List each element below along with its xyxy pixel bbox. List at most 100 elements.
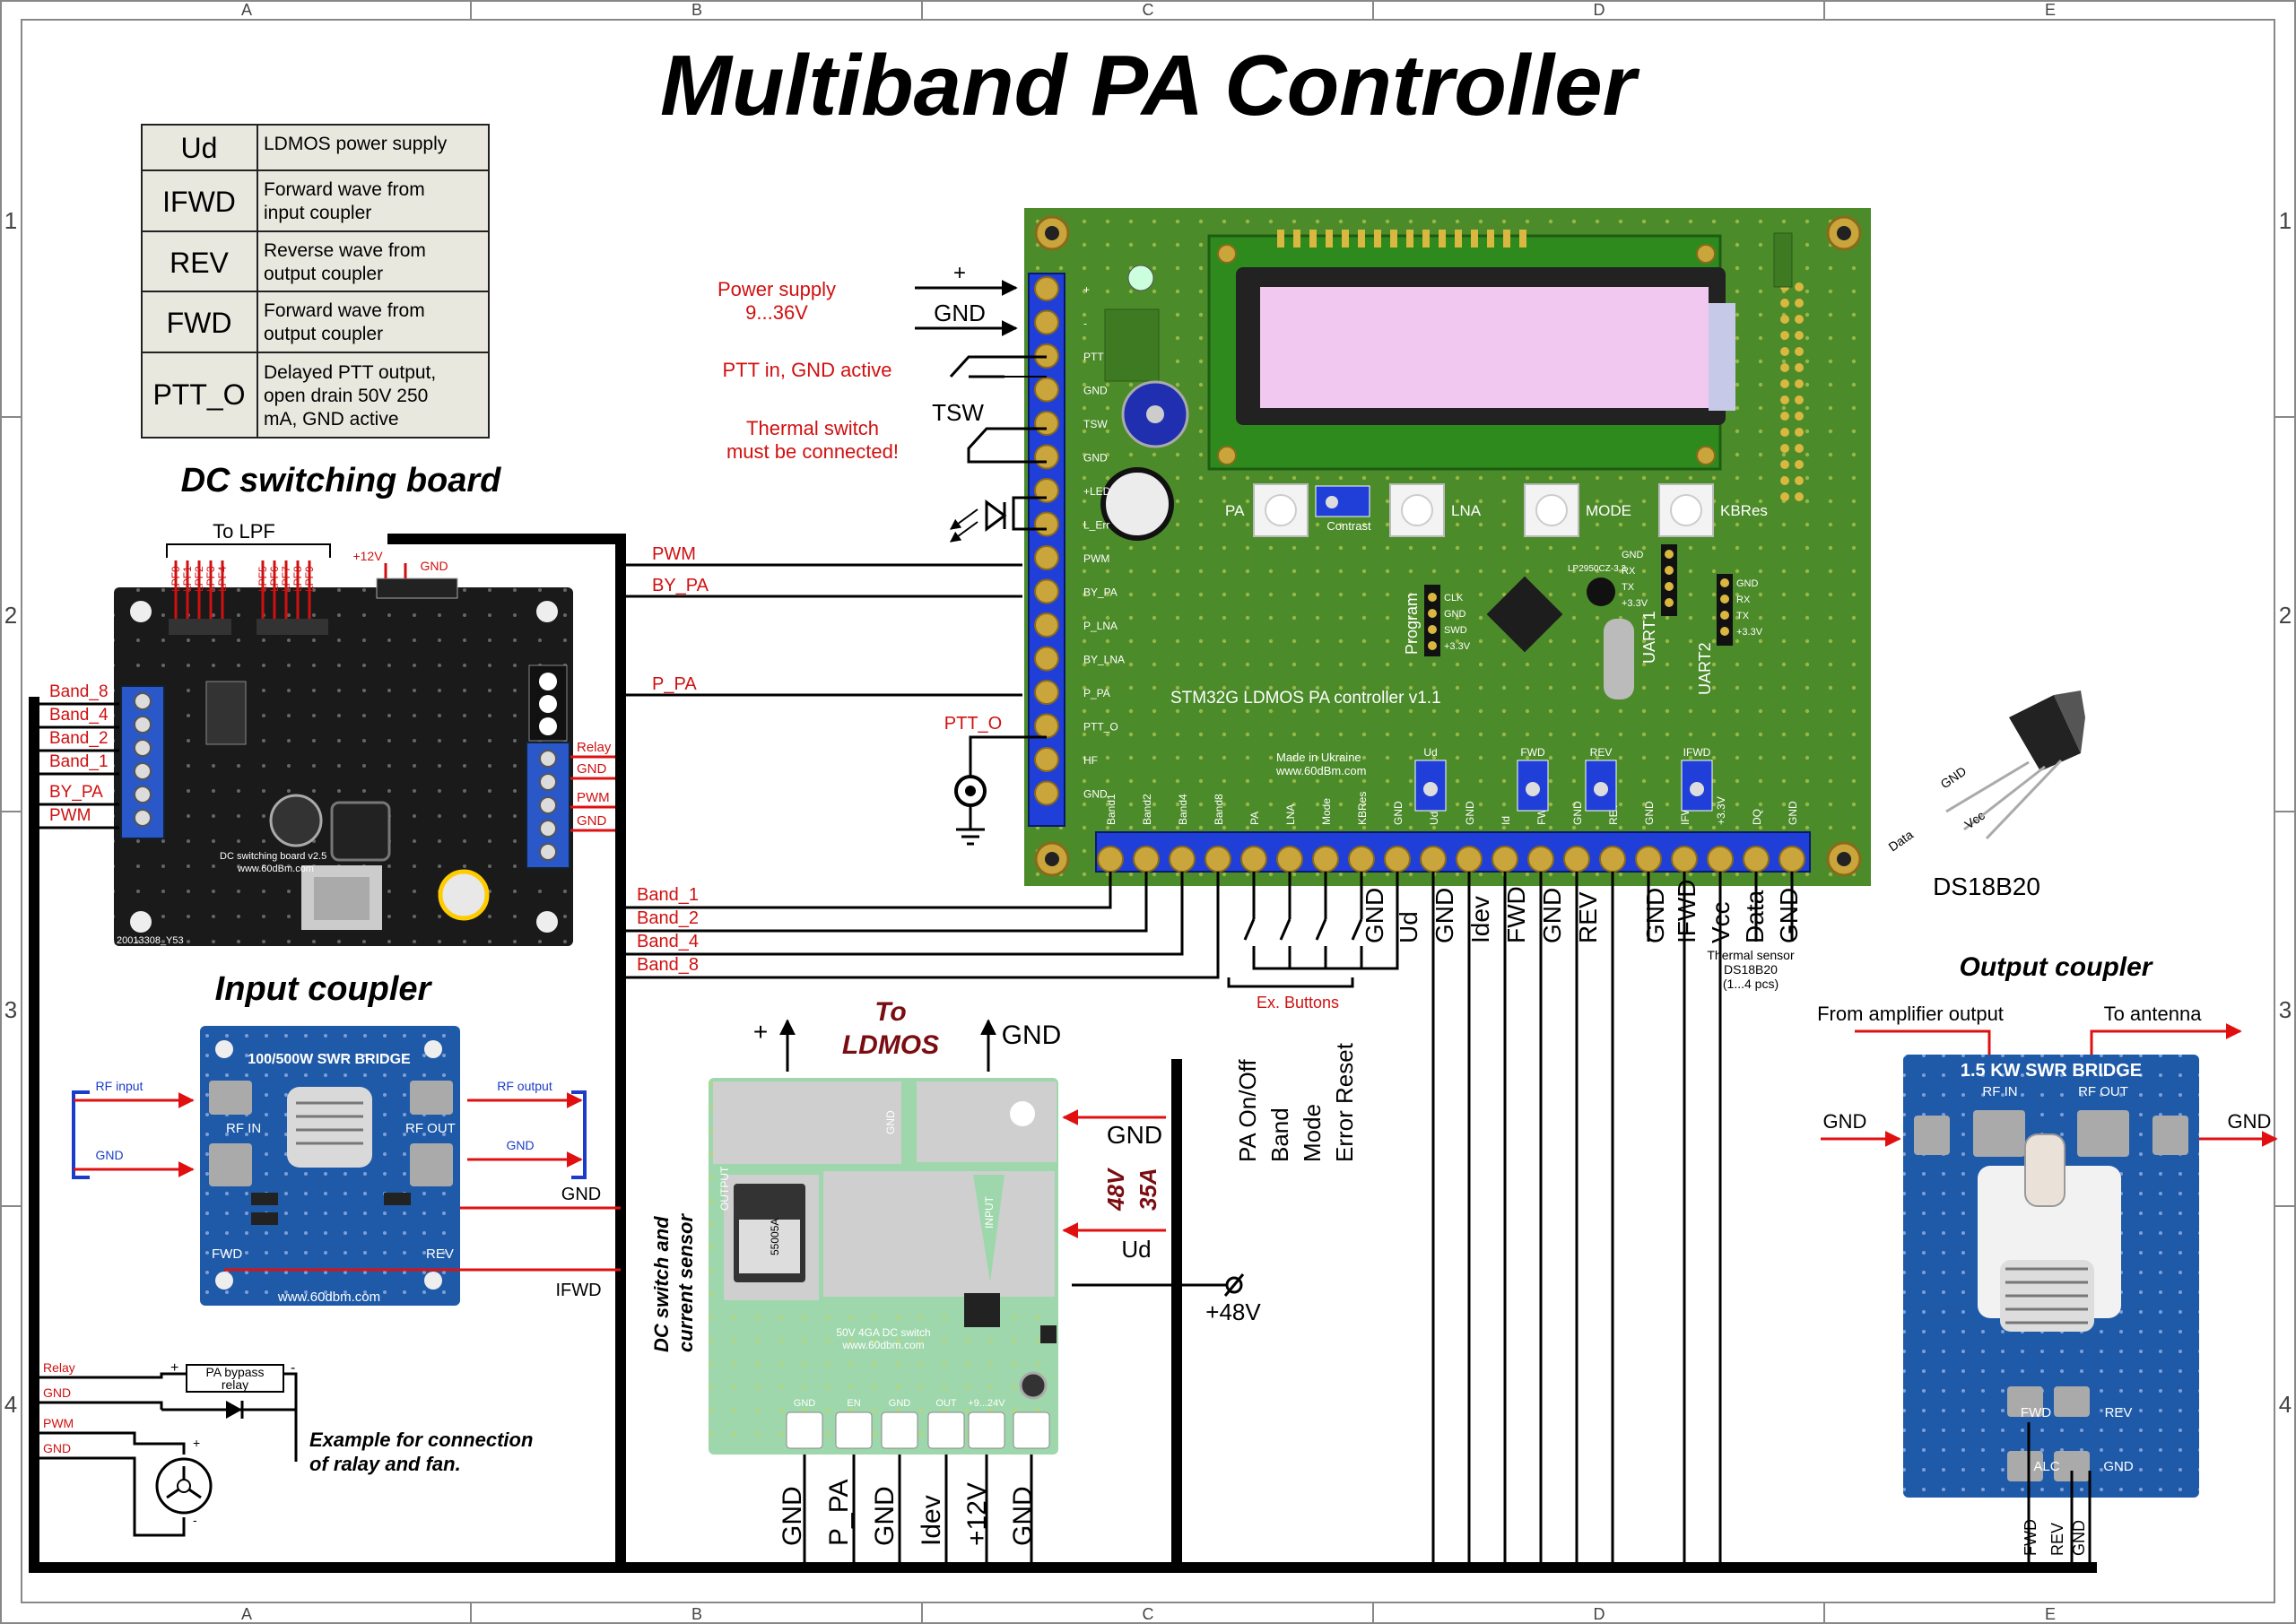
frame-col-a-bot: A bbox=[241, 1605, 252, 1623]
header-pin bbox=[1795, 476, 1804, 485]
legend-signal-ifwd: IFWD bbox=[162, 186, 236, 218]
dc-right-label: PWM bbox=[577, 790, 610, 805]
oc-alc: ALC bbox=[2033, 1459, 2059, 1474]
dc-silk-2: www.60dbm.com bbox=[841, 1339, 924, 1351]
ic-rf-out: RF OUT bbox=[405, 1121, 456, 1136]
header-pin bbox=[1428, 625, 1437, 634]
left-pin-label: HF bbox=[1083, 754, 1098, 767]
frame-row-3-right: 3 bbox=[2279, 996, 2292, 1023]
ic-rf-output-label: RF output bbox=[497, 1079, 552, 1093]
thermal-sensor-3: (1...4 pcs) bbox=[1723, 977, 1779, 991]
relay-name-1: PA bypass bbox=[205, 1365, 264, 1379]
dc-right-label: GND bbox=[577, 813, 607, 829]
bottom-pin-label: Band8 bbox=[1213, 794, 1225, 825]
legend-desc-fwd-1: Forward wave from bbox=[264, 300, 425, 321]
dc-pin-gnd2: GND bbox=[870, 1486, 900, 1546]
pot-label: REV bbox=[1590, 746, 1613, 759]
header-pin-label: GND bbox=[1622, 550, 1644, 560]
relay-lbl-gnd1: GND bbox=[43, 1385, 71, 1400]
legend-signal-ud: Ud bbox=[181, 132, 218, 164]
frame-row-2-right: 2 bbox=[2279, 602, 2292, 629]
dc-rating-a: 35A bbox=[1135, 1168, 1161, 1211]
relay-minus: - bbox=[291, 1360, 295, 1376]
lpf-pin-label: LPF7 bbox=[280, 566, 292, 592]
relay-lbl-pwm: PWM bbox=[43, 1416, 74, 1430]
oc-wire-fwd: FWD bbox=[2022, 1519, 2039, 1556]
left-terminal-pad bbox=[1034, 780, 1059, 806]
made-site: www.60dBm.com bbox=[1275, 764, 1366, 777]
button-label: KBRes bbox=[1720, 502, 1768, 519]
dc-ud-label: Ud bbox=[1121, 1236, 1151, 1263]
input-coupler-title: Input coupler bbox=[215, 970, 433, 1008]
left-terminal-pad bbox=[1034, 713, 1059, 739]
ds-pin-data: Data bbox=[1886, 827, 1917, 854]
oc-rf-out: RF OUT bbox=[2078, 1084, 2128, 1099]
ptt-o-label: PTT_O bbox=[944, 714, 1002, 734]
lpf-pin-label: LPF6 bbox=[268, 566, 281, 592]
dc-plus-top: + bbox=[753, 1018, 768, 1046]
bottom-wire-label: GND bbox=[1361, 888, 1388, 943]
header-pin bbox=[1720, 595, 1729, 604]
bottom-pin-label: PA bbox=[1248, 812, 1261, 825]
bottom-terminal-pad bbox=[1205, 846, 1231, 873]
bottom-pin-label: Ud bbox=[1428, 812, 1440, 825]
ic-gnd-right: GND bbox=[506, 1138, 534, 1152]
lcd-pin bbox=[1422, 230, 1430, 248]
relay-name-2: relay bbox=[222, 1377, 248, 1392]
ic-rf-input-label: RF input bbox=[96, 1079, 144, 1093]
frame-col-b-bot: B bbox=[691, 1605, 702, 1623]
header-pin bbox=[1665, 550, 1674, 559]
bottom-terminal-pad bbox=[1240, 846, 1267, 873]
left-pin-label: PTT_O bbox=[1083, 721, 1118, 734]
header-pin bbox=[1795, 363, 1804, 372]
power-gnd-label: GND bbox=[934, 300, 986, 326]
bottom-terminal-pad bbox=[1743, 846, 1770, 873]
header-pin-label: CLK bbox=[1444, 593, 1464, 604]
bottom-wire-label: REV bbox=[1574, 891, 1602, 943]
lpf-pin-label: LPF4 bbox=[216, 566, 229, 592]
bottom-terminal-pad bbox=[1599, 846, 1626, 873]
header-pin bbox=[1780, 331, 1789, 340]
tsw-label: TSW bbox=[932, 399, 984, 426]
dc-pin-idev: Idev bbox=[917, 1495, 946, 1546]
bottom-wire-label: GND bbox=[1538, 888, 1566, 943]
chip-label: LP2950CZ-3.3 bbox=[1568, 564, 1626, 574]
header-pin bbox=[1795, 395, 1804, 404]
input-coupler: Input coupler 100/500W SWR BRIDGE RF IN … bbox=[72, 970, 621, 1306]
page-title: Multiband PA Controller bbox=[660, 38, 1640, 134]
bottom-pin-label: DQ bbox=[1751, 809, 1763, 825]
header-pin-label: TX bbox=[1622, 582, 1635, 593]
header-pin-label: GND bbox=[1444, 609, 1466, 620]
left-terminal-pad bbox=[1034, 511, 1059, 537]
bottom-pin-label: GND bbox=[1643, 801, 1656, 825]
dc-left-label: Band_2 bbox=[49, 729, 109, 748]
dc-switch-pad bbox=[786, 1411, 823, 1449]
btn-desc-pa: PA On/Off bbox=[1234, 1059, 1261, 1162]
left-pin-label: BY_PA bbox=[1083, 586, 1118, 599]
dc-left-label: PWM bbox=[49, 806, 91, 825]
lcd-pin bbox=[1390, 230, 1397, 248]
lcd-pin bbox=[1471, 230, 1478, 248]
header-pin bbox=[1780, 428, 1789, 437]
button-label: PA bbox=[1225, 502, 1245, 519]
left-pin-label: BY_LNA bbox=[1083, 654, 1125, 666]
left-pin-label: + bbox=[1083, 283, 1090, 296]
left-pin-label: GND bbox=[1083, 788, 1108, 801]
bottom-pin-label: Band1 bbox=[1105, 794, 1118, 825]
lpf-pin-label: LPF0 bbox=[170, 566, 182, 592]
bottom-terminal-pad bbox=[1527, 846, 1554, 873]
power-supply-label: Power supply bbox=[718, 278, 836, 300]
header-pin bbox=[1795, 299, 1804, 308]
header-pin bbox=[1428, 609, 1437, 618]
external-buttons bbox=[1227, 872, 1399, 988]
lcd-pin bbox=[1342, 230, 1349, 248]
bottom-terminal-pad bbox=[1312, 846, 1339, 873]
relay-plus: + bbox=[170, 1360, 178, 1376]
dc-board-silk-1: DC switching board v2.5 bbox=[220, 851, 326, 862]
oc-gnd: GND bbox=[2103, 1459, 2134, 1474]
bottom-wire-label: GND bbox=[1775, 888, 1803, 943]
lcd-pin bbox=[1439, 230, 1446, 248]
frame-row-2-left: 2 bbox=[4, 602, 17, 629]
